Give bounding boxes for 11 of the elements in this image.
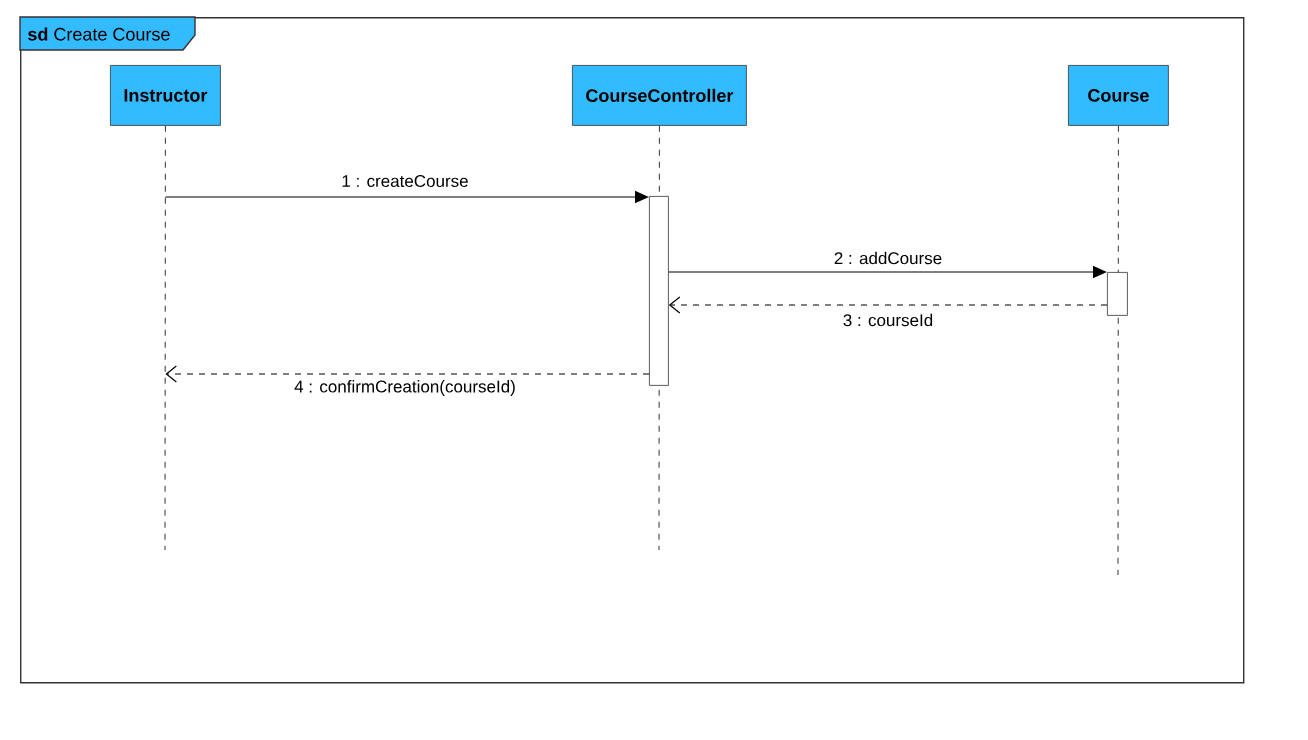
message-label: 4 : confirmCreation(courseId) bbox=[292, 378, 518, 398]
message-label: 2 : addCourse bbox=[831, 249, 945, 267]
lifeline-head: Instructor bbox=[110, 65, 221, 126]
message-arrow bbox=[165, 365, 650, 383]
activation-bar bbox=[1107, 272, 1128, 316]
message-label: 1 : createCourse bbox=[339, 173, 471, 190]
message-label: 3 : courseId bbox=[840, 311, 936, 329]
activation-bar bbox=[649, 196, 669, 386]
lifeline-head: CourseController bbox=[572, 65, 747, 126]
message-arrow bbox=[668, 296, 1108, 314]
lifeline-head: Course bbox=[1068, 65, 1169, 126]
